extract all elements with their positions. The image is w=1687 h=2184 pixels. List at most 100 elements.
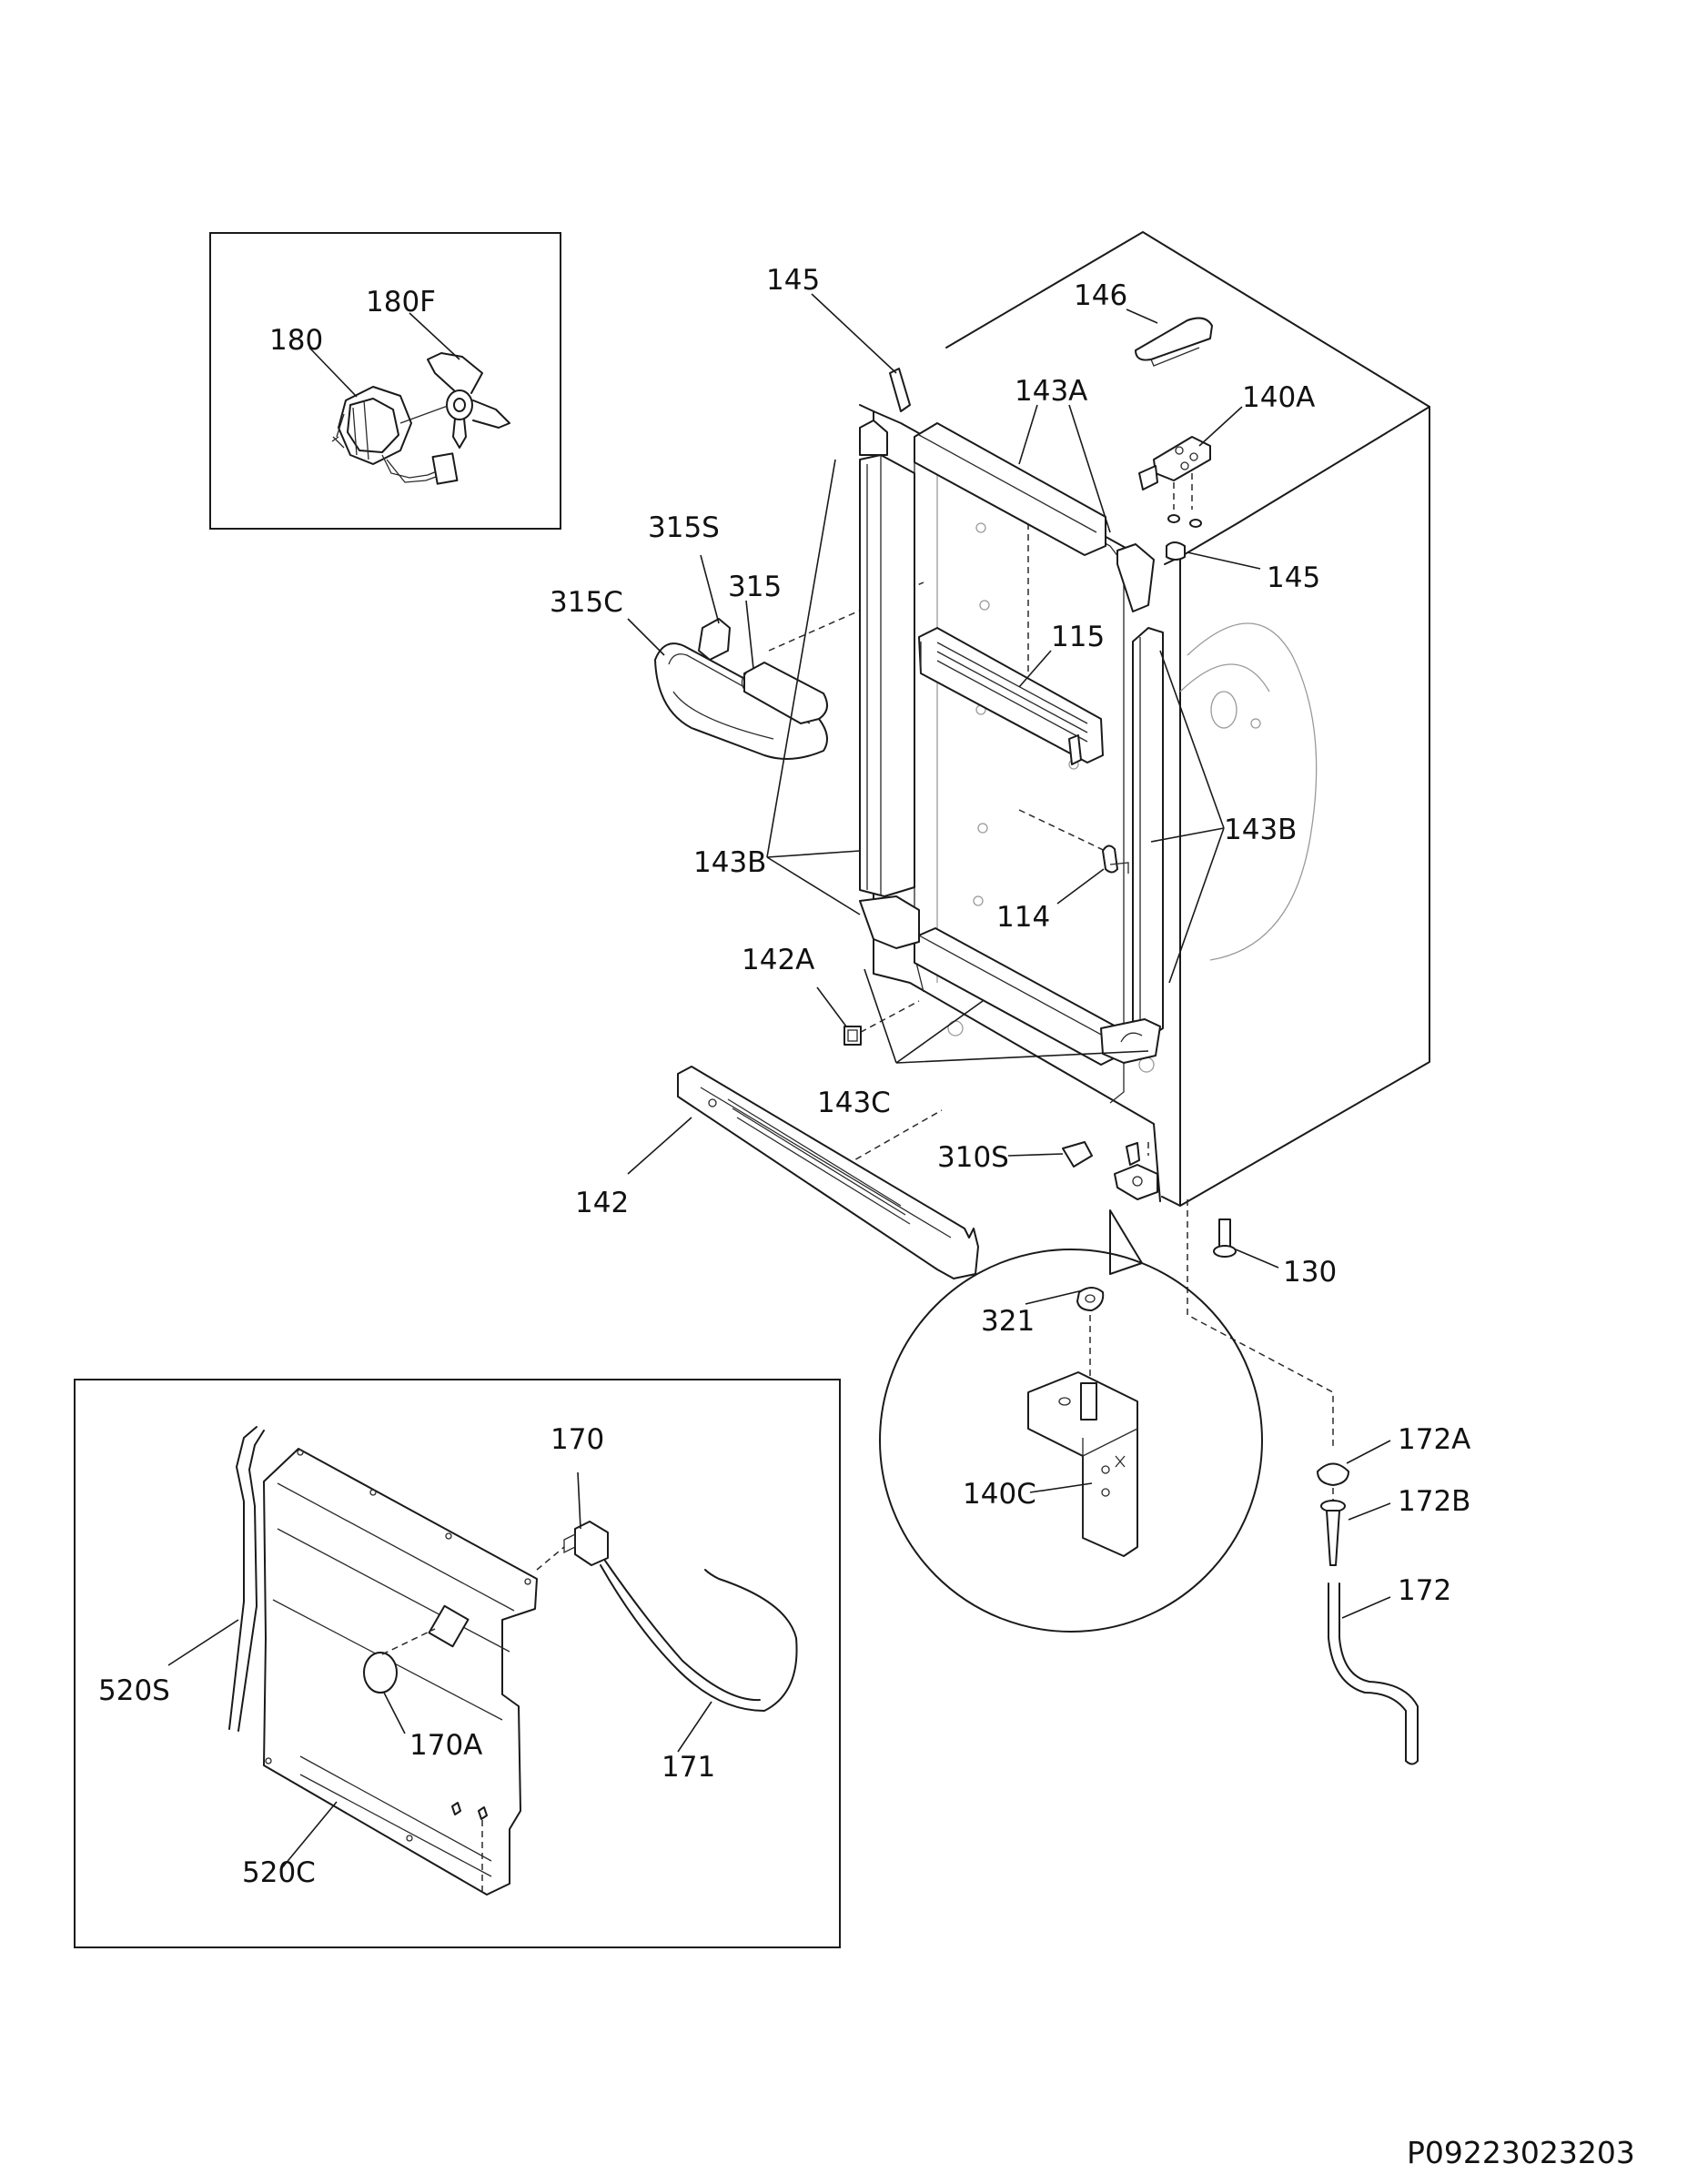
label-130: 130: [1283, 1256, 1337, 1289]
part-315s-socket: [698, 618, 731, 661]
leader-171: [677, 1701, 712, 1753]
leader-170: [577, 1471, 581, 1530]
part-172-tube: [1328, 1582, 1419, 1762]
cabinet: [768, 231, 1430, 1447]
diagram-code: P09223023203: [1407, 2135, 1635, 2170]
part-labels: 145 146 143A 140A 145 315S 315 315C 115 …: [98, 264, 1470, 1889]
part-310s-switch: [1062, 1141, 1093, 1168]
rear-panel-inset-frame: [74, 1379, 841, 1948]
part-315-bulb: [743, 662, 828, 724]
gasket-parts: [859, 420, 1164, 1066]
leader-114: [1056, 868, 1105, 905]
label-115: 115: [1051, 621, 1105, 653]
leader-315c: [627, 618, 665, 656]
label-140a: 140A: [1242, 381, 1315, 414]
label-146: 146: [1074, 279, 1127, 312]
part-145-right: [1166, 541, 1186, 561]
screw-2: [478, 1806, 488, 1820]
leader-146: [1126, 308, 1158, 324]
screw-1: [451, 1802, 461, 1815]
part-142-grille: [677, 1066, 979, 1279]
label-170a: 170A: [409, 1729, 482, 1762]
leader-143b-left: [766, 459, 861, 915]
leader-520s: [167, 1619, 239, 1666]
part-115-baffle: [918, 627, 1104, 765]
part-321-bushing: [1076, 1287, 1105, 1311]
leader-143c: [864, 968, 1149, 1064]
label-143c: 143C: [817, 1087, 891, 1119]
label-114: 114: [996, 901, 1050, 934]
leader-130: [1235, 1249, 1279, 1269]
part-315-light-assembly: [654, 618, 828, 760]
label-143b-right: 143B: [1224, 814, 1297, 846]
part-171-wire: [600, 1564, 798, 1712]
label-142: 142: [575, 1187, 629, 1219]
leader-142a: [816, 986, 847, 1027]
callout-circle: [879, 1249, 1263, 1633]
gasket-143b-right: [1132, 627, 1164, 1038]
label-315s: 315S: [648, 511, 720, 544]
rear-panel-inset: [74, 1379, 841, 1948]
leader-145-top: [811, 293, 897, 374]
leader-115: [1018, 650, 1052, 688]
part-140a-upper-hinge: [1138, 436, 1211, 528]
part-140c-hinge-small: [1114, 1164, 1158, 1200]
gasket-143b-left: [859, 454, 915, 897]
leader-lines: [167, 293, 1391, 1871]
leader-143a: [1018, 404, 1111, 533]
label-520c: 520C: [242, 1856, 316, 1889]
part-145-top: [889, 368, 911, 412]
label-180f: 180F: [366, 286, 436, 318]
leader-310s: [1007, 1153, 1064, 1157]
label-310s: 310S: [937, 1141, 1009, 1174]
leader-142: [627, 1117, 692, 1175]
leader-172b: [1348, 1502, 1391, 1521]
label-140c: 140C: [963, 1478, 1036, 1511]
leader-170a: [383, 1692, 406, 1734]
label-172: 172: [1398, 1574, 1451, 1607]
label-180: 180: [269, 324, 323, 357]
part-146-top-cover: [1135, 317, 1213, 361]
leader-145-right: [1187, 551, 1261, 570]
label-321: 321: [981, 1305, 1035, 1338]
leader-140a: [1198, 406, 1243, 447]
fan-blade-part: [399, 352, 510, 449]
leader-172a: [1346, 1440, 1391, 1464]
label-172b: 172B: [1398, 1485, 1470, 1518]
label-143a: 143A: [1015, 375, 1087, 408]
leader-140c: [1029, 1482, 1093, 1493]
callout-pointer: [1109, 1209, 1143, 1275]
part-114-latch: [1102, 844, 1118, 874]
label-143b-left: 143B: [693, 846, 766, 879]
leader-520c: [279, 1801, 338, 1871]
part-130-leg: [1218, 1218, 1231, 1249]
gasket-143a: [914, 422, 1106, 556]
part-315c-cover: [654, 642, 828, 760]
label-145-top: 145: [766, 264, 820, 297]
leader-143b-right: [1150, 650, 1225, 984]
leader-321: [1025, 1289, 1084, 1305]
label-520s: 520S: [98, 1674, 170, 1707]
leader-315s: [700, 554, 720, 624]
label-315: 315: [728, 571, 782, 603]
fan-motor-inset: 180 180F: [209, 232, 561, 530]
fan-motor-part: [331, 386, 459, 485]
part-142a: [844, 1026, 862, 1046]
label-145-right: 145: [1267, 561, 1320, 594]
leader-172: [1341, 1596, 1391, 1619]
label-171: 171: [662, 1751, 715, 1784]
drain-assembly: [1317, 1462, 1419, 1765]
label-172a: 172A: [1398, 1423, 1470, 1456]
part-170-sensor: [574, 1521, 609, 1566]
part-170a-cap: [363, 1652, 398, 1694]
hinge-callout: [879, 1209, 1263, 1633]
label-315c: 315C: [550, 586, 623, 619]
leader-180: [308, 347, 358, 398]
part-172a-cap: [1317, 1462, 1349, 1486]
part-520c-panel: [263, 1448, 538, 1896]
label-142a: 142A: [742, 944, 814, 976]
fan-motor-inset-frame: [209, 232, 561, 530]
leader-180f: [409, 312, 460, 360]
part-520s-seal: [228, 1426, 258, 1730]
